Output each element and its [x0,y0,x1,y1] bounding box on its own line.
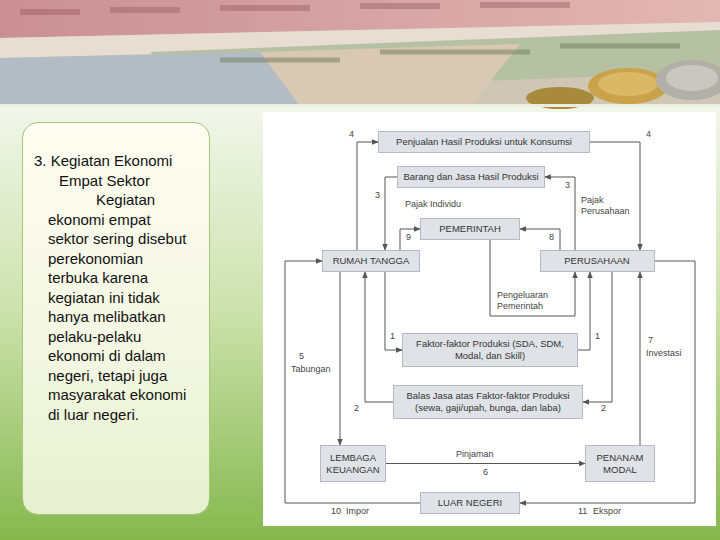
flow-arrow [583,272,612,402]
sector-box: PENANAM MODAL [585,445,655,482]
process-box: Faktor-faktor Produksi (SDA, SDM, Modal,… [402,333,578,367]
flow-arrow [385,177,397,250]
sector-box: LEMBAGA KEUANGAN [320,445,386,482]
flow-arrow [578,272,590,350]
flow-label: Pinjaman [455,449,495,460]
callout-number: 7 [647,335,654,346]
node-text: Kegiatan ekonomi empat sektor sering dis… [23,190,197,424]
callout-number: 11 [577,506,588,517]
text-panel: 3. Kegiatan Ekonomi Empat SektorKegiatan… [22,122,210,515]
flow-arrow [340,272,341,445]
node-text: Balas Jasa atas Faktor-faktor Produksi (… [399,390,577,414]
flow-label: Ekspor [592,506,622,517]
sector-box: PERUSAHAAN [540,250,655,272]
node-text: Faktor-faktor Produksi (SDA, SDM, Modal,… [408,338,572,362]
coin [598,72,658,96]
flow-label: Tabungan [290,364,332,375]
flow-arrow [400,229,420,250]
flow-arrow [285,261,420,503]
node-text: LEMBAGA KEUANGAN [323,452,383,476]
process-box: Balas Jasa atas Faktor-faktor Produksi (… [393,385,583,419]
callout-number: 4 [348,129,355,140]
callout-number: 10 [330,506,342,517]
node-text: PENANAM MODAL [588,452,652,476]
callout-number: 8 [548,232,555,243]
callout-number: 1 [389,331,396,342]
flow-arrow [385,272,402,350]
green-ground [0,106,720,540]
money-banner [0,0,720,106]
flow-arrow [640,272,641,445]
callout-number: 6 [482,467,489,478]
sector-box: RUMAH TANGGA [322,250,420,272]
flow-label: Investasi [645,348,683,359]
callout-number: 4 [645,129,652,140]
process-box: Barang dan Jasa Hasil Produksi [397,166,544,188]
node-text: PERUSAHAAN [546,255,649,267]
callout-number: 1 [594,331,601,342]
flow-label: Impor [345,506,370,517]
node-text: RUMAH TANGGA [328,255,414,267]
callout-number: 2 [600,403,607,414]
callout-number: 3 [564,180,571,191]
callout-number: 9 [405,232,412,243]
coin [666,65,718,91]
node-text: PEMERINTAH [426,223,514,235]
node-text: Barang dan Jasa Hasil Produksi [403,171,538,183]
diagram-ground [263,112,716,526]
flow-arrow [520,229,560,250]
callout-number: 3 [374,190,381,201]
note-pattern [220,46,680,60]
callout-number: 5 [298,351,305,362]
flow-label: Pajak Individu [404,199,462,210]
coin [588,68,668,104]
node-text: LUAR NEGERI [426,497,514,509]
coin [656,60,720,100]
banner-edge [0,104,720,107]
callout-number: 2 [353,403,360,414]
flow-label: Pajak Perusahaan [580,195,638,217]
note-pattern [20,5,570,12]
flow-arrow [386,463,585,464]
node-text: 3. Kegiatan Ekonomi Empat Sektor [23,151,197,190]
process-box: Penjualan Hasil Produksi untuk Konsumsi [378,131,590,153]
node-text: Penjualan Hasil Produksi untuk Konsumsi [384,136,584,148]
flow-label: Pengeluaran Pemerintah [496,290,570,312]
sector-box: PEMERINTAH [420,218,520,240]
sector-box: LUAR NEGERI [420,492,520,514]
